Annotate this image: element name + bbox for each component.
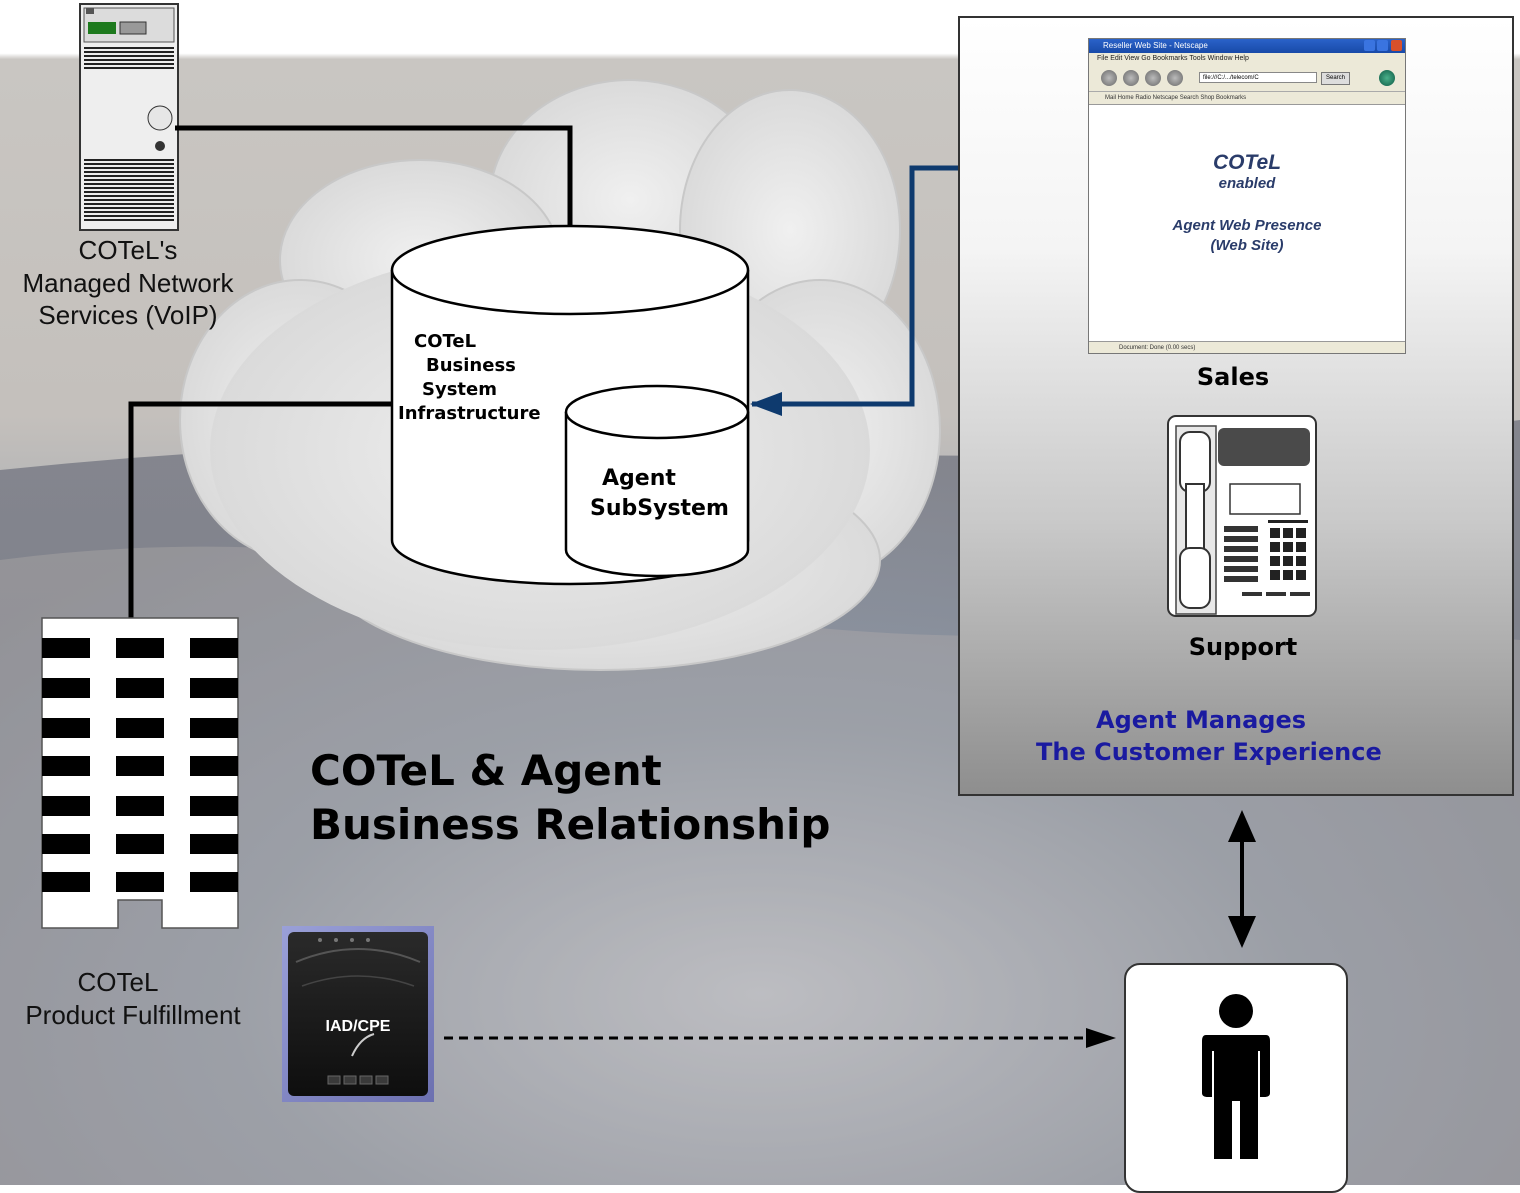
subsystem-label-line1: Agent — [602, 466, 676, 491]
support-label: Support — [1188, 633, 1298, 661]
browser-window: Reseller Web Site - Netscape File Edit V… — [1088, 38, 1406, 354]
close-icon[interactable] — [1391, 40, 1402, 51]
subsystem-label-line2: SubSystem — [590, 496, 729, 521]
customer-connector-arrowhead-down — [1228, 916, 1256, 948]
agent-tagline: Agent Manages The Customer Experience — [1028, 704, 1478, 768]
server-icon — [79, 3, 179, 231]
database-label-line2: Business — [426, 355, 516, 376]
subsystem-cylinder-icon — [564, 384, 750, 578]
browser-title: Reseller Web Site - Netscape — [1103, 41, 1208, 50]
forward-icon[interactable] — [1123, 70, 1139, 86]
url-field[interactable]: file:///C:/.../telecom/C — [1199, 72, 1317, 83]
stop-icon[interactable] — [1167, 70, 1183, 86]
agent-tagline-line2: The Customer Experience — [1036, 738, 1382, 766]
diagram-title-line2: Business Relationship — [310, 800, 831, 849]
database-label: COTeL Business System Infrastructure — [394, 330, 562, 426]
person-icon — [1202, 994, 1270, 1159]
minimize-icon[interactable] — [1364, 40, 1375, 51]
sales-label: Sales — [1196, 363, 1270, 391]
server-connector — [175, 125, 573, 228]
database-label-line4: Infrastructure — [398, 403, 541, 424]
search-button[interactable]: Search — [1321, 72, 1351, 85]
diagram-title: COTeL & Agent Business Relationship — [310, 744, 950, 852]
iad-device-details — [295, 938, 421, 1085]
customer-box — [1124, 963, 1348, 1193]
server-label-line2: Managed Network — [22, 267, 234, 298]
reload-icon[interactable] — [1145, 70, 1161, 86]
browser-subheading: enabled — [1218, 175, 1276, 192]
fulfillment-label-line2: Product Fulfillment — [25, 999, 241, 1030]
subsystem-label: Agent SubSystem — [590, 464, 748, 524]
server-label: COTeL's Managed Network Services (VoIP) — [0, 234, 256, 332]
browser-title-bar: Reseller Web Site - Netscape — [1089, 39, 1405, 53]
customer-connector-arrowhead-up — [1228, 810, 1256, 842]
fulfillment-label-line1: COTeL — [77, 967, 159, 997]
web-link-arrowhead-left — [750, 392, 782, 416]
maximize-icon[interactable] — [1377, 40, 1388, 51]
telephone-icon — [1167, 415, 1317, 617]
iad-device-icon: IAD/CPE — [282, 926, 434, 1102]
iad-device-label: IAD/CPE — [325, 1018, 391, 1035]
agent-tagline-line1: Agent Manages — [1096, 706, 1307, 734]
netscape-logo-icon — [1379, 70, 1395, 86]
fulfillment-label: COTeL Product Fulfillment — [0, 966, 266, 1031]
diagram-title-line1: COTeL & Agent — [310, 746, 662, 795]
server-label-line3: Services (VoIP) — [38, 300, 218, 330]
browser-toolbar: file:///C:/.../telecom/C Search — [1089, 65, 1405, 92]
browser-heading: COTeL — [1212, 151, 1282, 174]
server-label-line1: COTeL's — [78, 235, 178, 265]
fulfillment-connector — [128, 401, 394, 618]
browser-status-bar: Document: Done (0.00 secs) — [1089, 341, 1405, 353]
browser-menu-bar[interactable]: File Edit View Go Bookmarks Tools Window… — [1089, 53, 1405, 65]
device-connector-arrowhead — [1086, 1028, 1116, 1048]
bookmarks-bar[interactable]: Mail Home Radio Netscape Search Shop Boo… — [1089, 92, 1405, 105]
back-icon[interactable] — [1101, 70, 1117, 86]
browser-line2: (Web Site) — [1210, 237, 1284, 254]
database-label-line1: COTeL — [414, 331, 477, 352]
iad-device-body — [288, 932, 428, 1096]
building-icon — [41, 617, 239, 929]
browser-line1: Agent Web Presence — [1172, 217, 1322, 234]
database-label-line3: System — [422, 379, 497, 400]
